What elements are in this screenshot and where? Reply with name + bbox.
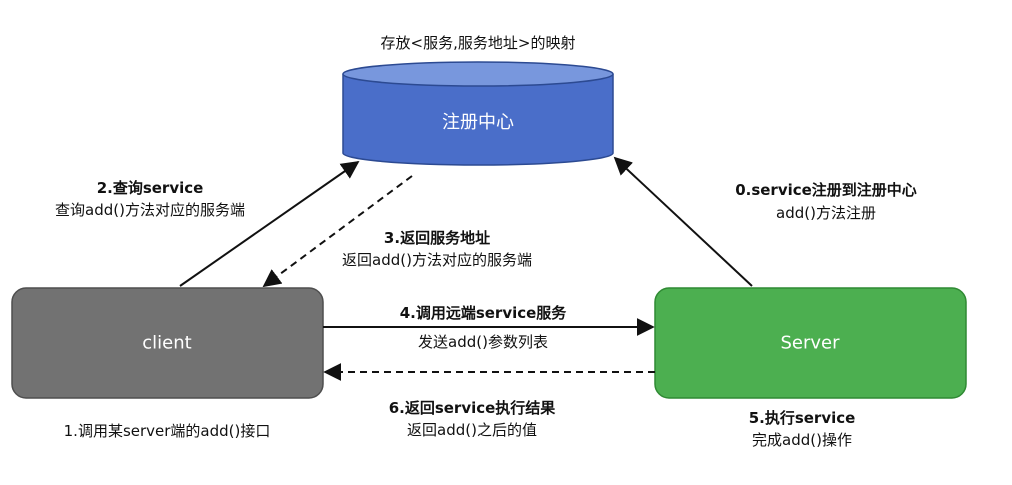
server-label: Server bbox=[780, 332, 840, 354]
step6-detail: 返回add()之后的值 bbox=[407, 421, 537, 439]
step2-title: 2.查询service bbox=[96, 179, 204, 197]
client-box bbox=[11, 287, 324, 399]
registry-cylinder bbox=[342, 61, 614, 166]
arrow-query-service bbox=[179, 160, 360, 287]
registry-label: 注册中心 bbox=[442, 112, 514, 133]
step2-detail: 查询add()方法对应的服务端 bbox=[55, 201, 245, 219]
step3-title: 3.返回服务地址 bbox=[383, 229, 491, 247]
step3-detail: 返回add()方法对应的服务端 bbox=[342, 251, 532, 269]
registry-caption: 存放<服务,服务地址>的映射 bbox=[380, 34, 576, 52]
server-box bbox=[654, 287, 967, 399]
client-note: 1.调用某server端的add()接口 bbox=[63, 422, 271, 440]
step0-detail: add()方法注册 bbox=[776, 204, 876, 222]
step4-title: 4.调用远端service服务 bbox=[399, 304, 567, 322]
arrow-register-service bbox=[613, 156, 753, 287]
step5-detail: 完成add()操作 bbox=[752, 431, 852, 449]
step4-detail: 发送add()参数列表 bbox=[418, 333, 548, 351]
step6-title: 6.返回service执行结果 bbox=[388, 399, 556, 417]
step0-title: 0.service注册到注册中心 bbox=[735, 181, 917, 199]
step5-title: 5.执行service bbox=[748, 409, 856, 427]
arrow-return-address bbox=[262, 175, 413, 288]
client-label: client bbox=[142, 332, 192, 354]
